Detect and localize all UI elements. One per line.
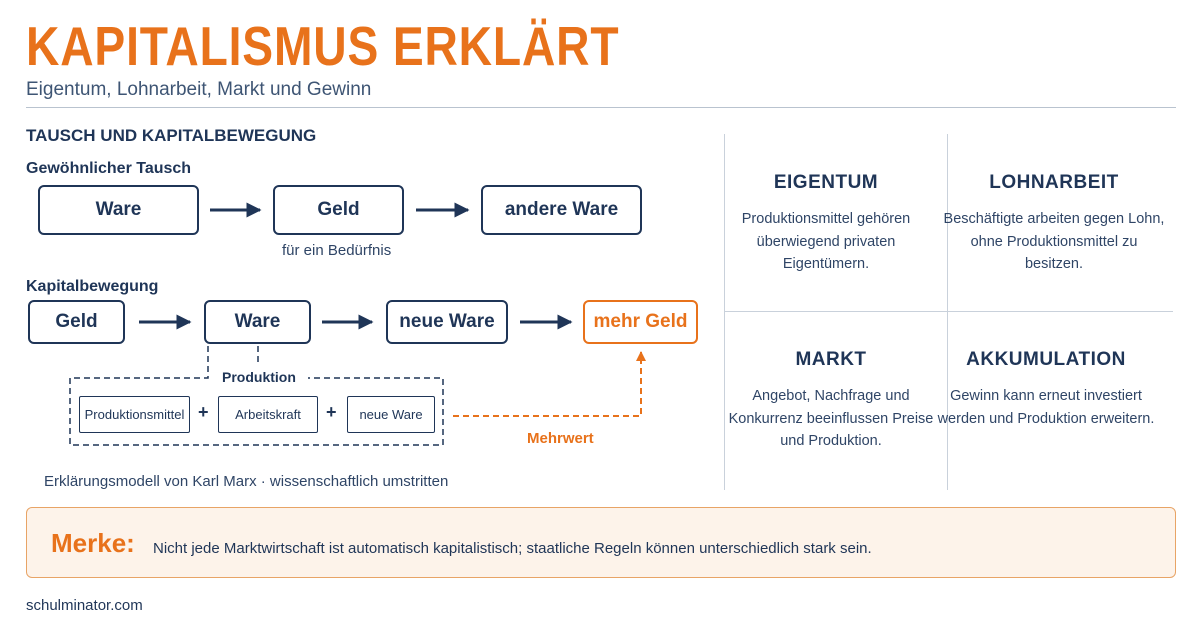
card-markt: MARKT Angebot, Nachfrage und Konkurrenz … [720, 349, 942, 453]
capital-movement-label: Kapitalbewegung [26, 278, 159, 295]
diagram-section-title: TAUSCH UND KAPITALBEWEGUNG [26, 126, 317, 145]
card-eigentum: EIGENTUM Produktionsmittel gehören überw… [715, 172, 937, 276]
plus-sign: + [198, 402, 209, 422]
card-title: AKKUMULATION [966, 349, 1126, 370]
capital-step-ware: Ware [204, 300, 311, 344]
capital-step-geld: Geld [28, 300, 125, 344]
capital-step-mehr-geld: mehr Geld [583, 300, 698, 344]
plus-sign: + [326, 402, 337, 422]
page-title: KAPITALISMUS ERKLÄRT [26, 15, 620, 77]
card-text: Gewinn kann erneut investiert werden und… [937, 388, 1155, 427]
page-subtitle: Eigentum, Lohnarbeit, Markt und Gewinn [26, 79, 372, 100]
footer-source: schulminator.com [26, 597, 143, 614]
card-title: LOHNARBEIT [989, 172, 1119, 193]
card-title: EIGENTUM [773, 172, 879, 193]
grid-divider [724, 134, 725, 490]
note-label: Merke: [51, 528, 135, 558]
card-text: Produktionsmittel gehören überwiegend pr… [741, 211, 911, 272]
card-text: Beschäftigte arbeiten gegen Lohn, ohne P… [943, 211, 1165, 272]
simple-exchange-label: Gewöhnlicher Tausch [26, 160, 192, 177]
diagram-caption: Erklärungsmodell von Karl Marx · wissens… [44, 473, 449, 490]
exchange-step-geld: Geld [273, 185, 404, 235]
note-text: Nicht jede Marktwirtschaft ist automatis… [153, 540, 872, 557]
surplus-value-label: Mehrwert [527, 430, 594, 447]
card-text: Angebot, Nachfrage und Konkurrenz beeinf… [728, 388, 934, 449]
production-item-arbeitskraft: Arbeitskraft [218, 396, 318, 433]
grid-divider [724, 311, 1173, 312]
card-title: MARKT [795, 349, 867, 370]
exchange-note: für ein Bedürfnis [282, 242, 392, 259]
card-lohnarbeit: LOHNARBEIT Beschäftigte arbeiten gegen L… [943, 172, 1165, 276]
production-item-neue-ware: neue Ware [347, 396, 435, 433]
exchange-step-andere-ware: andere Ware [481, 185, 642, 235]
production-label: Produktion [222, 369, 296, 385]
header-divider [26, 107, 1176, 108]
grid-divider [947, 134, 948, 490]
note-box: Merke: Nicht jede Marktwirtschaft ist au… [26, 507, 1176, 578]
capital-step-neue-ware: neue Ware [386, 300, 508, 344]
production-item-produktionsmittel: Produktionsmittel [79, 396, 190, 433]
card-akkumulation: AKKUMULATION Gewinn kann erneut investie… [935, 349, 1157, 430]
surplus-arrow-icon [453, 351, 646, 417]
exchange-step-ware: Ware [38, 185, 199, 235]
